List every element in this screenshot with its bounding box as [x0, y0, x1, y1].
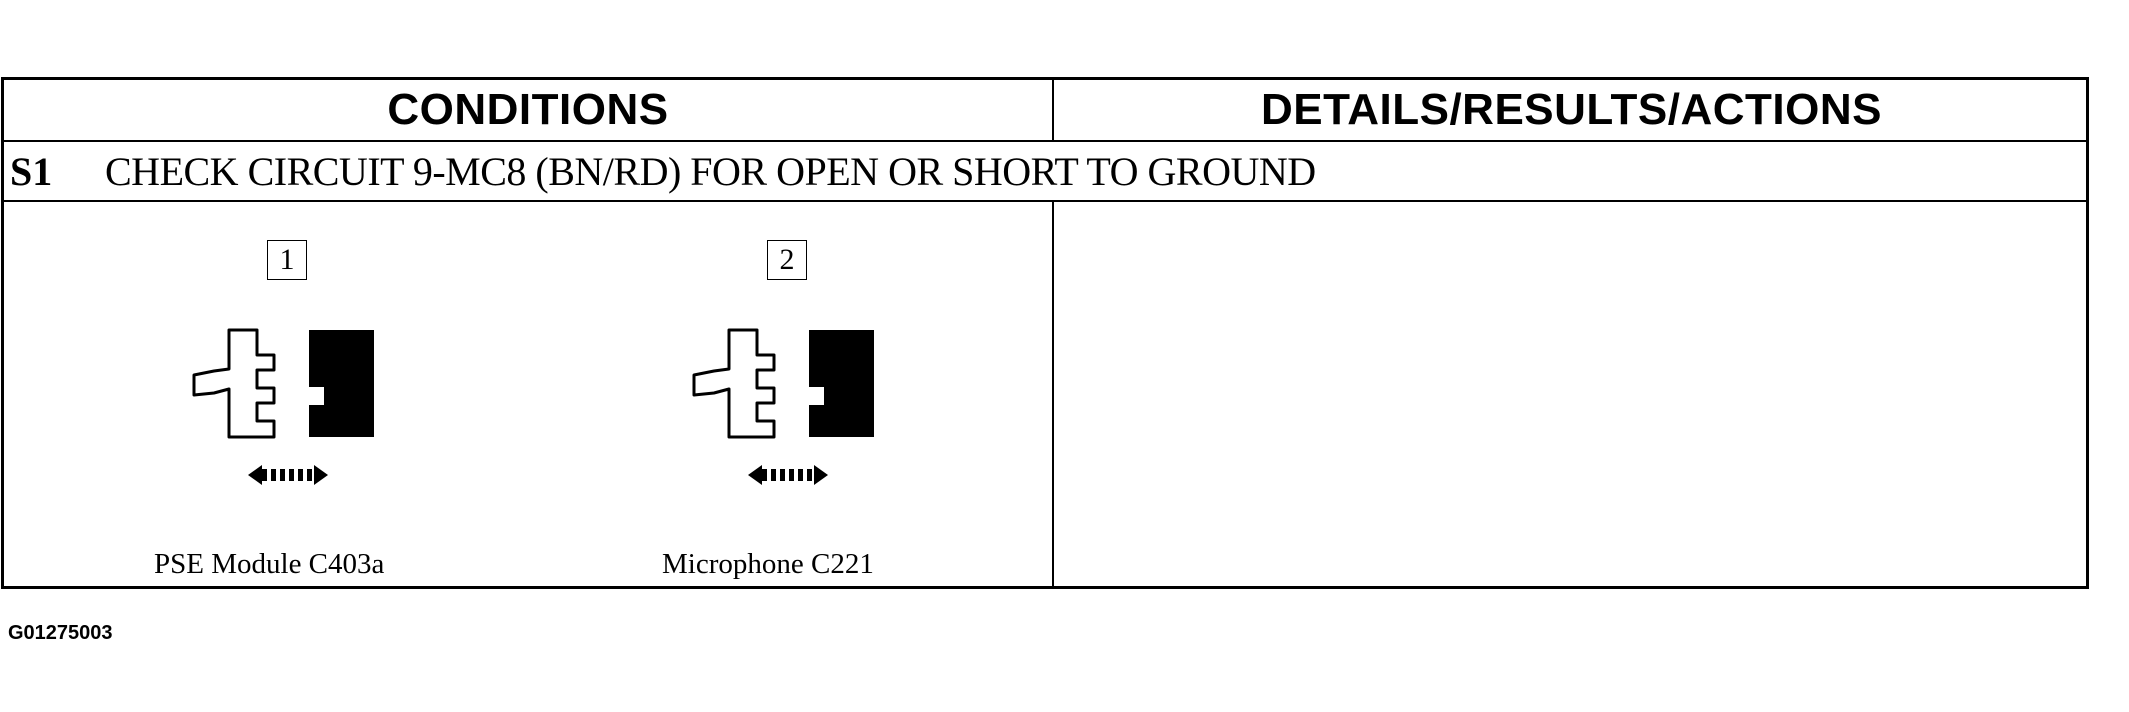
figure-number-1: 1 [267, 240, 307, 280]
step-row: S1 CHECK CIRCUIT 9-MC8 (BN/RD) FOR OPEN … [4, 142, 2086, 202]
connector-disconnect-icon [692, 328, 874, 485]
figure-caption-1: PSE Module C403a [154, 548, 385, 580]
figure-microphone: 2 Microphone C221 [534, 202, 954, 589]
column-divider-body [1052, 202, 1054, 589]
step-id: S1 [10, 148, 53, 194]
figure-id: G01275003 [8, 622, 113, 644]
details-header: DETAILS/RESULTS/ACTIONS [1261, 85, 1882, 134]
figure-caption-2: Microphone C221 [662, 548, 874, 580]
connector-disconnect-icon [192, 328, 374, 485]
step-title: CHECK CIRCUIT 9-MC8 (BN/RD) FOR OPEN OR … [105, 148, 1316, 194]
figure-number-2: 2 [767, 240, 807, 280]
header-row: CONDITIONS DETAILS/RESULTS/ACTIONS [4, 80, 2086, 142]
figure-pse-module: 1 PSE Module C403a [4, 202, 424, 589]
diagnostic-table: CONDITIONS DETAILS/RESULTS/ACTIONS S1 CH… [1, 77, 2089, 589]
column-divider-top [1052, 80, 1054, 142]
conditions-header: CONDITIONS [387, 85, 669, 134]
